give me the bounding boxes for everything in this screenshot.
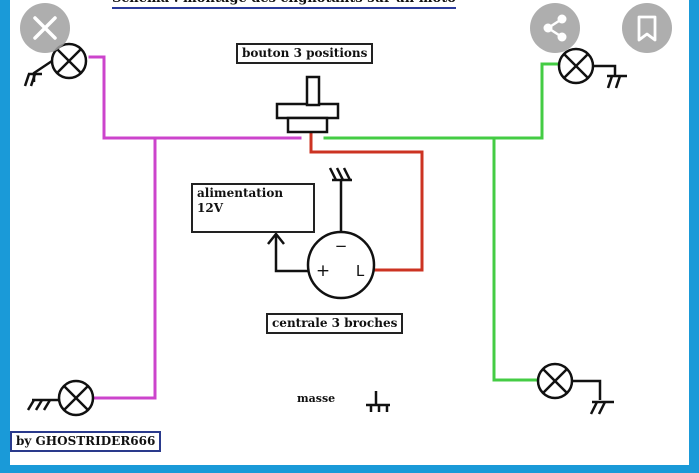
- diagram-canvas: Schéma : montage des clignotants sur un …: [10, 0, 689, 465]
- masse-ground-icon: [366, 391, 390, 412]
- share-button[interactable]: [530, 3, 580, 53]
- wiring-diagram: − + L: [23, 42, 627, 417]
- power-label: alimentation 12V: [191, 183, 315, 233]
- right-rear-wire: [492, 136, 540, 382]
- close-icon: [33, 16, 57, 40]
- front-left-lamp-icon: [23, 42, 88, 87]
- bookmark-icon: [637, 15, 657, 42]
- switch-label: bouton 3 positions: [236, 43, 374, 64]
- rear-right-lamp-icon: [536, 362, 614, 415]
- three-position-switch: [275, 75, 340, 134]
- right-signal-wire: [323, 62, 560, 140]
- bookmark-button[interactable]: [622, 3, 672, 53]
- diagram-title: Schéma : montage des clignotants sur un …: [112, 0, 456, 9]
- author-credit: by GHOSTRIDER666: [10, 431, 162, 452]
- share-icon: [543, 14, 567, 42]
- unit-label: centrale 3 broches: [266, 313, 404, 334]
- close-button[interactable]: [20, 3, 70, 53]
- rear-left-lamp-icon: [26, 379, 95, 417]
- power-arrow: [267, 231, 308, 273]
- unit-ground-icon: [328, 167, 352, 182]
- unit-plus-symbol: +: [316, 261, 330, 281]
- unit-minus-symbol: −: [335, 237, 348, 255]
- ground-label: masse: [297, 392, 336, 405]
- central-unit: [306, 180, 376, 300]
- red-wire: [309, 128, 424, 272]
- unit-l-symbol: L: [356, 262, 365, 280]
- left-rear-wire: [90, 136, 157, 400]
- front-right-lamp-icon: [557, 47, 627, 89]
- left-signal-wire: [88, 55, 302, 140]
